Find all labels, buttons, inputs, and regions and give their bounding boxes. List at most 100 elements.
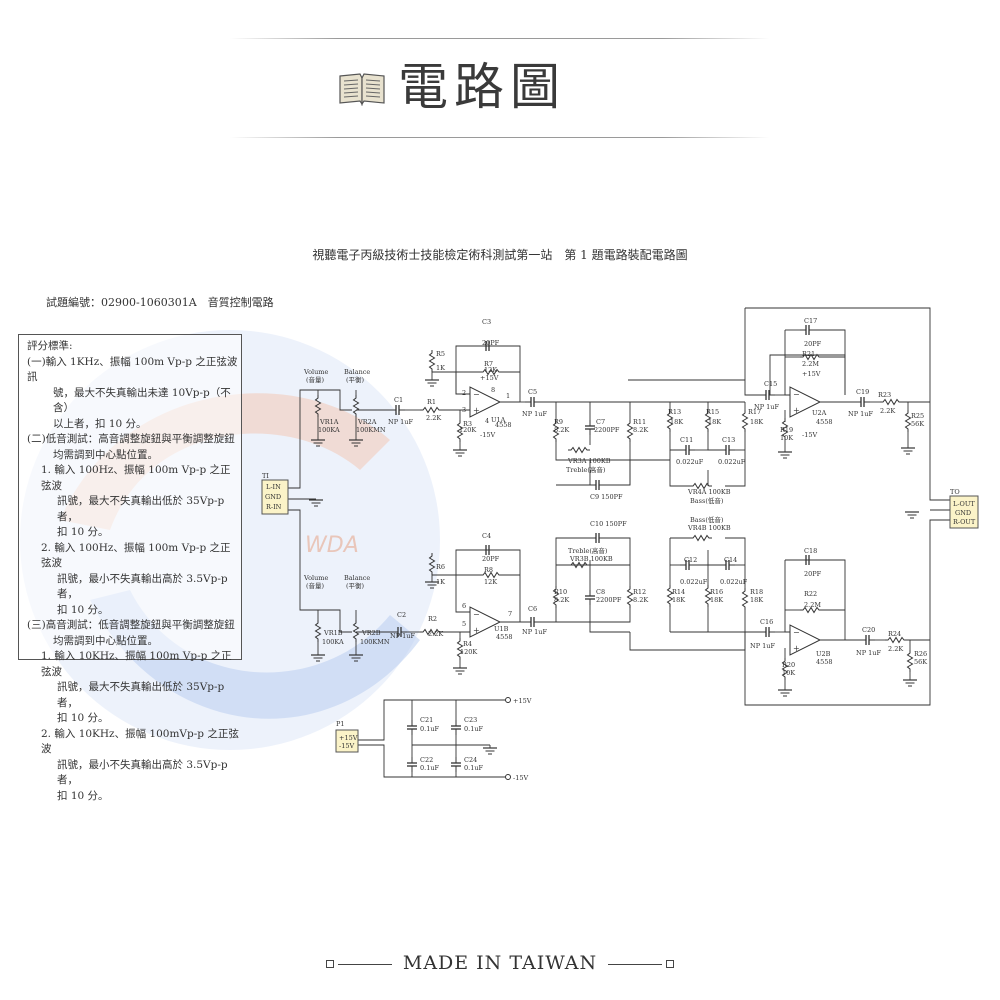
svg-text:VR2B: VR2B xyxy=(361,629,381,637)
svg-text:10K: 10K xyxy=(780,434,793,442)
criteria-line: 訊號，最小不失真輸出高於 3.5Vp-p 者， xyxy=(57,572,228,601)
svg-text:100KA: 100KA xyxy=(318,426,340,434)
svg-text:R24: R24 xyxy=(888,630,901,638)
criteria-line: 均需調到中心點位置。 xyxy=(53,634,158,647)
svg-text:100KMN: 100KMN xyxy=(356,426,386,434)
svg-text:20PF: 20PF xyxy=(482,555,500,563)
svg-text:0.022uF: 0.022uF xyxy=(720,578,748,586)
svg-text:R19: R19 xyxy=(780,426,793,434)
criteria-line: 扣 10 分。 xyxy=(57,603,109,616)
svg-text:0.022uF: 0.022uF xyxy=(718,458,746,466)
svg-text:NP 1uF: NP 1uF xyxy=(848,410,873,418)
svg-text:3: 3 xyxy=(462,406,466,414)
svg-text:20PF: 20PF xyxy=(482,339,500,347)
svg-text:12K: 12K xyxy=(484,578,497,586)
svg-text:R2: R2 xyxy=(428,615,437,623)
criteria-line: 扣 10 分。 xyxy=(57,712,109,724)
svg-text:L-IN: L-IN xyxy=(266,483,281,491)
svg-text:R9: R9 xyxy=(554,418,563,426)
svg-text:R7: R7 xyxy=(484,360,493,368)
svg-text:C11: C11 xyxy=(680,436,693,444)
svg-text:-15V: -15V xyxy=(480,431,495,439)
svg-text:R5: R5 xyxy=(436,350,445,358)
svg-text:C6: C6 xyxy=(528,605,537,613)
svg-text:NP 1uF: NP 1uF xyxy=(856,649,881,657)
svg-text:C24: C24 xyxy=(464,756,477,764)
svg-text:2200PF: 2200PF xyxy=(594,426,620,434)
svg-text:NP 1uF: NP 1uF xyxy=(388,418,413,426)
svg-text:18K: 18K xyxy=(672,596,685,604)
footer-ornament-icon xyxy=(666,960,675,968)
svg-text:6: 6 xyxy=(462,602,466,610)
svg-text:2.2K: 2.2K xyxy=(428,630,443,638)
svg-text:VR4B 100KB: VR4B 100KB xyxy=(687,524,731,532)
svg-text:R16: R16 xyxy=(710,588,723,596)
svg-text:Treble(高音): Treble(高音) xyxy=(566,465,606,474)
svg-text:20PF: 20PF xyxy=(804,570,822,578)
svg-text:2.2K: 2.2K xyxy=(426,414,441,422)
svg-text:120K: 120K xyxy=(460,648,477,656)
criteria-line: 2. 輸入 10KHz、振幅 100mVp-p 之正弦波 xyxy=(41,727,239,756)
svg-text:2200PF: 2200PF xyxy=(596,596,622,604)
svg-text:U2A: U2A xyxy=(812,409,827,417)
watermark-text: WDA xyxy=(305,533,359,558)
svg-text:8.2K: 8.2K xyxy=(554,426,569,434)
svg-text:R12: R12 xyxy=(633,588,646,596)
svg-text:2.2K: 2.2K xyxy=(888,645,903,653)
footer: MADE IN TAIWAN xyxy=(0,952,1000,974)
svg-text:100KA: 100KA xyxy=(322,638,344,646)
footer-rule xyxy=(608,963,663,965)
svg-text:C20: C20 xyxy=(862,626,875,634)
header-divider-bottom xyxy=(230,137,770,138)
svg-text:8.2K: 8.2K xyxy=(554,596,569,604)
input-connector xyxy=(261,479,289,515)
svg-text:Volume: Volume xyxy=(303,574,328,582)
svg-text:C10 150PF: C10 150PF xyxy=(590,520,627,528)
svg-text:4558: 4558 xyxy=(495,421,512,429)
svg-text:C18: C18 xyxy=(804,547,817,555)
svg-text:U1B: U1B xyxy=(494,625,509,633)
svg-text:NP 1uF: NP 1uF xyxy=(522,628,547,636)
svg-text:VR3A 100KB: VR3A 100KB xyxy=(567,457,611,465)
svg-text:R1: R1 xyxy=(427,398,436,406)
svg-text:C7: C7 xyxy=(596,418,605,426)
svg-text:R-IN: R-IN xyxy=(266,503,282,511)
svg-text:0.1uF: 0.1uF xyxy=(464,725,484,733)
svg-text:4558: 4558 xyxy=(816,418,833,426)
footer-text: MADE IN TAIWAN xyxy=(402,952,598,974)
svg-text:NP 1uF: NP 1uF xyxy=(754,403,779,411)
svg-text:2.2K: 2.2K xyxy=(880,407,895,415)
svg-text:P1: P1 xyxy=(336,720,345,728)
svg-text:Balance: Balance xyxy=(344,574,370,582)
svg-text:C1: C1 xyxy=(394,396,403,404)
svg-text:R10: R10 xyxy=(554,588,567,596)
svg-text:R25: R25 xyxy=(911,412,924,420)
criteria-line: 以上者，扣 10 分。 xyxy=(53,417,147,430)
svg-text:C12: C12 xyxy=(684,556,697,564)
svg-text:R20: R20 xyxy=(782,661,795,669)
svg-text:8: 8 xyxy=(491,386,495,394)
book-icon xyxy=(339,73,385,106)
svg-text:5: 5 xyxy=(462,620,466,628)
criteria-line: 訊號，最大不失真輸出低於 35Vp-p 者， xyxy=(57,495,225,523)
svg-text:GND: GND xyxy=(955,509,971,517)
criteria-line: (三)高音測試：低音調整旋鈕與平衡調整旋鈕 xyxy=(27,619,235,631)
footer-ornament-icon xyxy=(325,960,334,968)
svg-text:1: 1 xyxy=(506,392,510,400)
svg-text:10K: 10K xyxy=(782,669,795,677)
svg-text:0.022uF: 0.022uF xyxy=(680,578,708,586)
svg-text:R11: R11 xyxy=(633,418,646,426)
svg-text:U1A: U1A xyxy=(491,416,506,424)
output-connector xyxy=(949,495,979,529)
svg-text:56K: 56K xyxy=(911,420,924,428)
criteria-heading: 評分標準: xyxy=(27,340,73,352)
svg-text:100KMN: 100KMN xyxy=(360,638,390,646)
svg-text:C2: C2 xyxy=(397,611,406,619)
svg-text:R14: R14 xyxy=(672,588,685,596)
svg-text:+15V: +15V xyxy=(513,697,532,705)
svg-text:NP 1uF: NP 1uF xyxy=(750,642,775,650)
schematic-components xyxy=(288,324,950,780)
criteria-line: 1. 輸入 100Hz、振幅 100m Vp-p 之正弦波 xyxy=(41,464,231,492)
